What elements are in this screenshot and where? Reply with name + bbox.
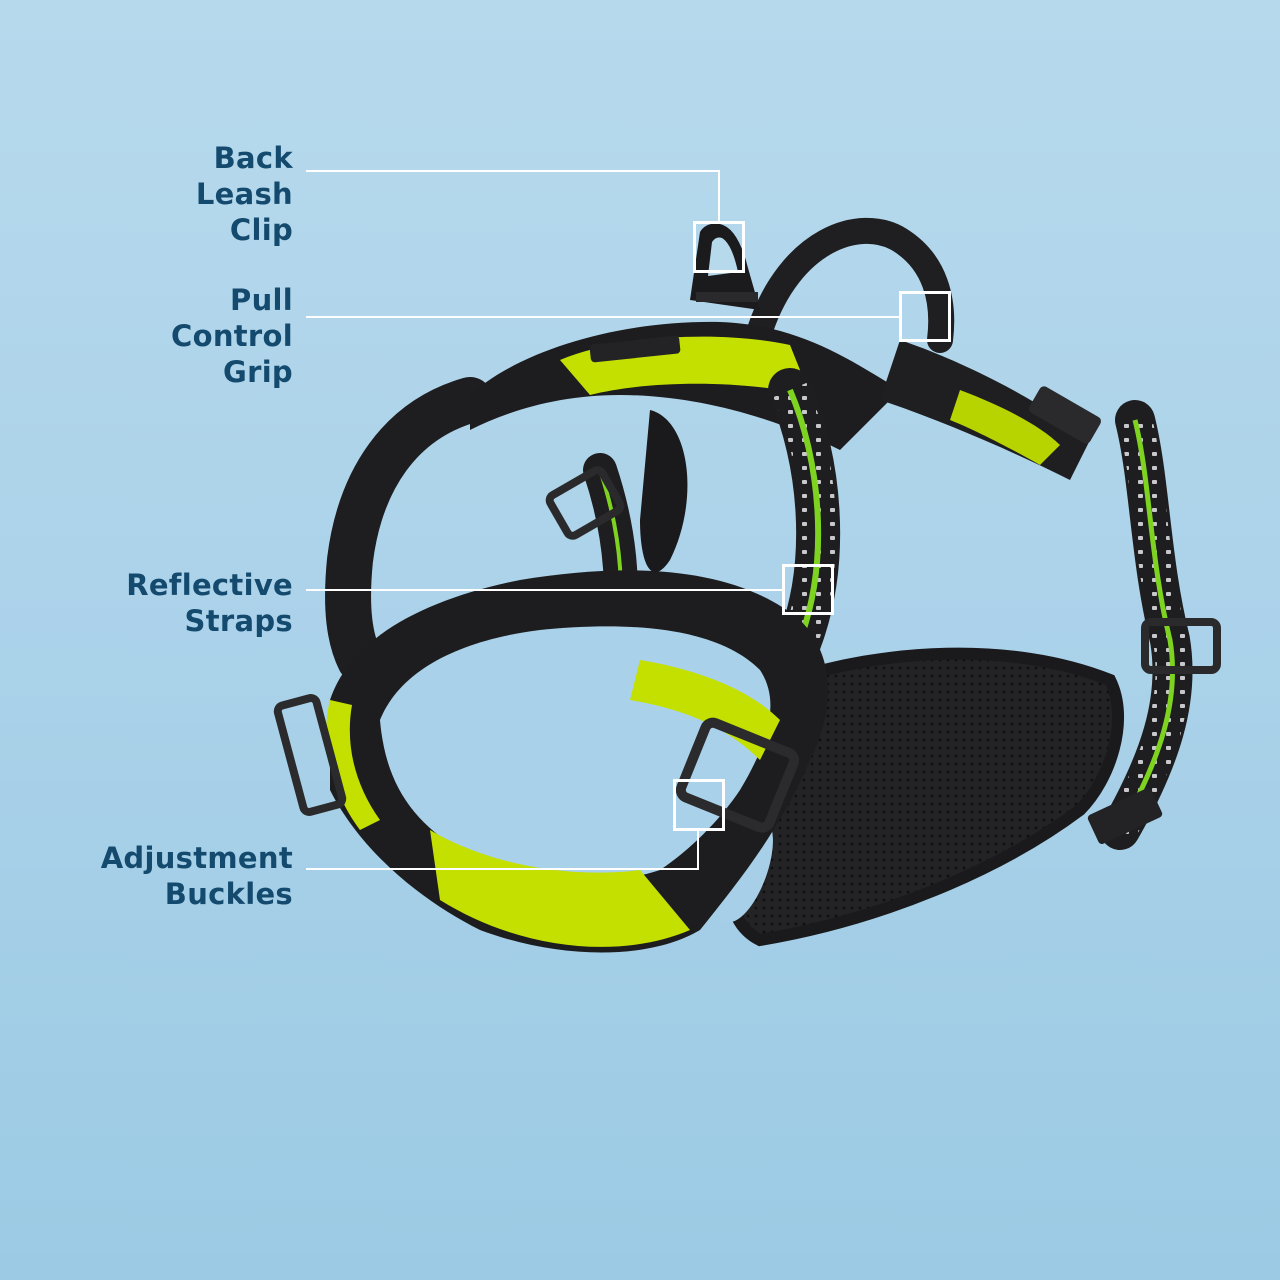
callout-box-pull-control-grip — [899, 291, 951, 342]
label-line: Back — [213, 141, 293, 175]
label-line: Grip — [222, 355, 293, 389]
callout-label-pull-control-grip: Pull Control Grip — [171, 282, 293, 390]
label-line: Control — [171, 319, 293, 353]
label-line: Adjustment — [100, 841, 293, 875]
callout-box-back-leash-clip — [693, 221, 745, 273]
label-line: Reflective — [126, 568, 293, 602]
callout-box-reflective-straps — [782, 564, 834, 615]
callout-label-adjustment-buckles: Adjustment Buckles — [101, 840, 293, 912]
callout-line-adjustment-buckles-vertical — [697, 829, 699, 870]
callout-line-pull-control-grip — [306, 316, 902, 318]
callout-box-adjustment-buckles — [673, 779, 725, 831]
callout-line-adjustment-buckles — [306, 868, 699, 870]
label-line: Buckles — [164, 877, 293, 911]
label-line: Clip — [229, 213, 293, 247]
callout-line-reflective-straps — [306, 589, 784, 591]
callout-label-back-leash-clip: Back Leash Clip — [196, 140, 293, 248]
callout-line-back-leash-clip-vertical — [718, 170, 720, 222]
callout-label-reflective-straps: Reflective Straps — [126, 567, 293, 639]
callout-line-back-leash-clip — [306, 170, 720, 172]
label-line: Pull — [230, 283, 293, 317]
label-line: Leash — [195, 177, 293, 211]
label-line: Straps — [184, 604, 293, 638]
